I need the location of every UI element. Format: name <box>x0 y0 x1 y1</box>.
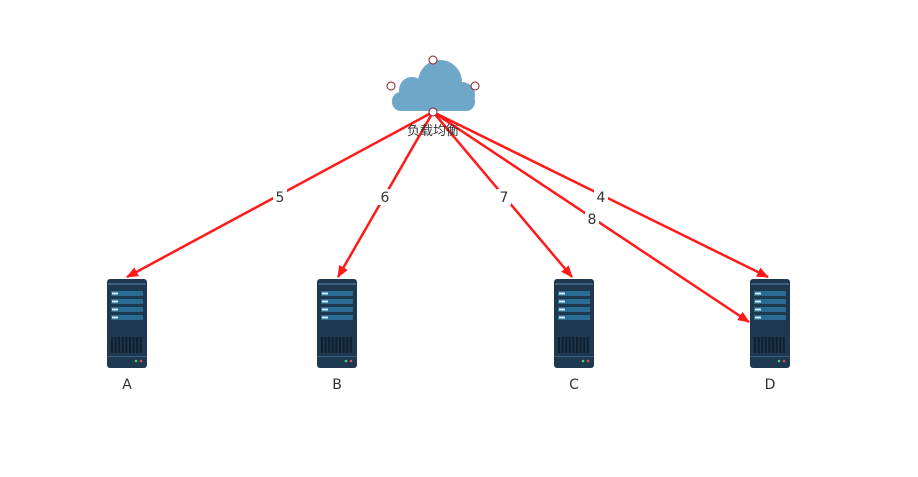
edge-label: 4 <box>597 190 606 206</box>
server-icon <box>750 279 790 368</box>
handle-left[interactable] <box>386 81 396 91</box>
server-label: D <box>765 377 776 393</box>
handle-right[interactable] <box>470 81 480 91</box>
edge-label: 5 <box>276 190 285 206</box>
load-balancer-label: 负载均衡 <box>407 124 459 139</box>
server-label: B <box>332 377 342 393</box>
load-balancer-node[interactable]: 负载均衡 <box>386 55 480 139</box>
selection-handles[interactable] <box>386 55 480 117</box>
cloud-icon <box>392 60 475 111</box>
edge-layer <box>126 110 769 324</box>
server-icon <box>317 279 357 368</box>
server-icon <box>554 279 594 368</box>
server-node-C[interactable]: C <box>554 279 594 393</box>
server-node-D[interactable]: D <box>750 279 790 393</box>
server-label: A <box>122 377 132 393</box>
server-node-B[interactable]: B <box>317 279 357 393</box>
edge-label: 6 <box>381 190 390 206</box>
edge-label: 7 <box>500 190 509 206</box>
server-icon <box>107 279 147 368</box>
edge-label: 8 <box>588 212 597 228</box>
edge-label-layer: 5 6 7 4 8 <box>273 189 608 228</box>
handle-bottom[interactable] <box>428 107 438 117</box>
server-node-A[interactable]: A <box>107 279 147 393</box>
handle-top[interactable] <box>428 55 438 65</box>
server-label: C <box>569 377 579 393</box>
